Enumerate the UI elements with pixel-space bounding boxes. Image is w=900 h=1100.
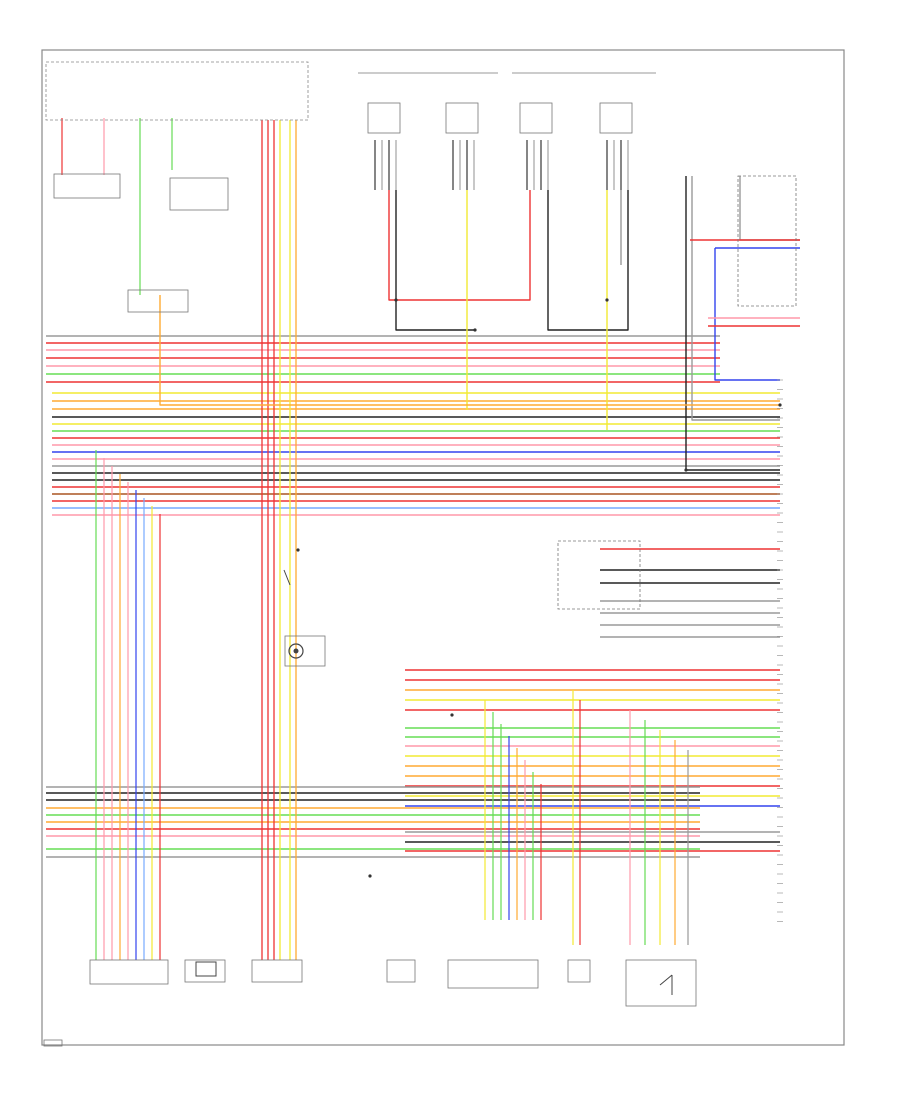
vacuum-sensor-box — [184, 959, 226, 983]
splice-dot — [605, 298, 609, 302]
fuel-pump-relay-box — [737, 175, 797, 307]
splice-dot — [296, 548, 300, 552]
wire-layer — [46, 118, 800, 960]
o2-sensor-2-connector — [445, 102, 479, 134]
footer-code-box — [43, 1039, 63, 1047]
diagram-frame — [41, 49, 845, 1046]
fuse-feed-5 — [159, 295, 780, 406]
relay-box-2 — [127, 289, 189, 313]
o2-heater-feed — [388, 190, 531, 301]
main-relay-box — [625, 959, 697, 1007]
o2-sensor-1-connector — [367, 102, 401, 134]
splice-dot — [394, 298, 398, 302]
fuse-relay-box — [53, 173, 121, 199]
o2-ground-right — [547, 190, 629, 331]
splice-dot — [684, 468, 688, 472]
splice-dot — [450, 713, 454, 717]
ecm-connector-box — [89, 959, 169, 985]
injector-harness-box — [251, 959, 303, 983]
relay-contact-symbol — [659, 974, 673, 995]
relay-ground-run — [685, 176, 780, 471]
knock-sensor-center — [293, 648, 299, 654]
splice-dot — [778, 403, 782, 407]
component-symbols — [195, 569, 673, 995]
splice-dot — [473, 328, 477, 332]
speed-sensor-box — [386, 959, 416, 983]
o2-ground-left — [395, 190, 475, 331]
idle-control-valve-box — [557, 540, 641, 610]
relay-output — [739, 176, 800, 241]
coolant-sensor-box — [567, 959, 591, 983]
relay-signal-run — [691, 176, 780, 421]
ignition-switch-symbol — [283, 569, 291, 586]
o2-sensor-4-connector — [599, 102, 633, 134]
throttle-sensor-box — [447, 959, 539, 989]
relay-feed-blue-down — [714, 248, 780, 381]
splice-dot — [368, 874, 372, 878]
knock-sensor-symbol — [288, 643, 304, 659]
vacuum-sensor-symbol — [195, 961, 217, 977]
fuse-panel — [45, 61, 309, 121]
relay-box-1 — [169, 177, 229, 211]
component-layer — [43, 102, 797, 1047]
fuse-panel-box — [45, 61, 309, 121]
o2-sensor-3-connector — [519, 102, 553, 134]
knock-sensor-housing — [284, 635, 326, 667]
